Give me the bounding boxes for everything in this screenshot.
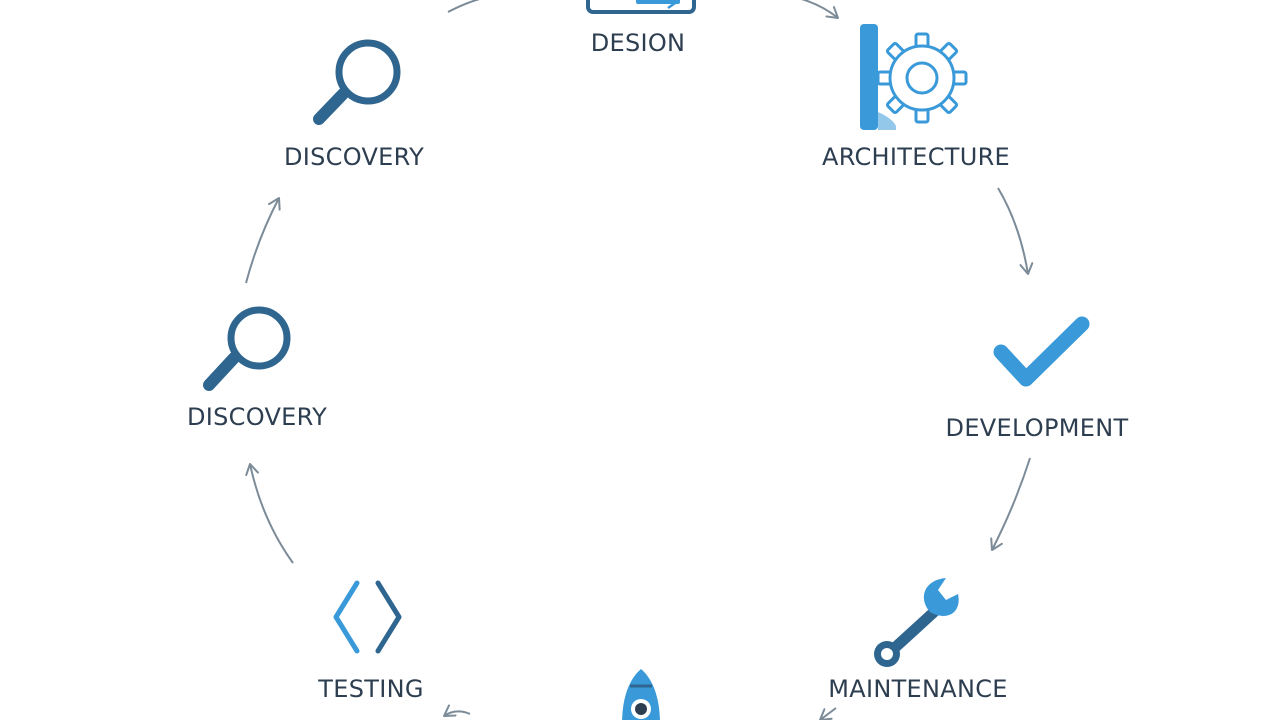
stage-label-development: DEVELOPMENT xyxy=(945,414,1129,442)
arrow-development-to-maintenance xyxy=(990,457,1031,551)
stage-label-testing: TESTING xyxy=(318,675,424,703)
arrow-design-to-architecture xyxy=(801,0,839,19)
arrow-deployment-to-testing xyxy=(443,704,471,717)
arrow-testing-to-discovery xyxy=(245,463,294,564)
rocket-icon xyxy=(622,669,660,720)
monitor-icon xyxy=(586,0,696,14)
magnifier-icon xyxy=(203,306,291,391)
checkmark-icon xyxy=(993,316,1090,387)
stage-label-maintenance: MAINTENANCE xyxy=(828,675,1008,703)
stage-label-design: DESION xyxy=(590,29,686,57)
code-brackets-icon xyxy=(333,580,402,654)
magnifier-icon xyxy=(313,39,401,125)
arrow-architecture-to-development xyxy=(997,187,1034,275)
stage-label-discovery-upper: DISCOVERY xyxy=(283,143,425,171)
stage-label-architecture: ARCHITECTURE xyxy=(821,143,1011,171)
arrow-maintenance-to-deployment xyxy=(819,707,837,720)
blueprint-gear-icon xyxy=(860,24,968,130)
arrow-discovery-to-discovery xyxy=(245,197,281,284)
stage-label-discovery-lower: DISCOVERY xyxy=(186,403,328,431)
wrench-icon xyxy=(874,578,959,667)
arrow-discovery-to-design xyxy=(447,0,480,13)
